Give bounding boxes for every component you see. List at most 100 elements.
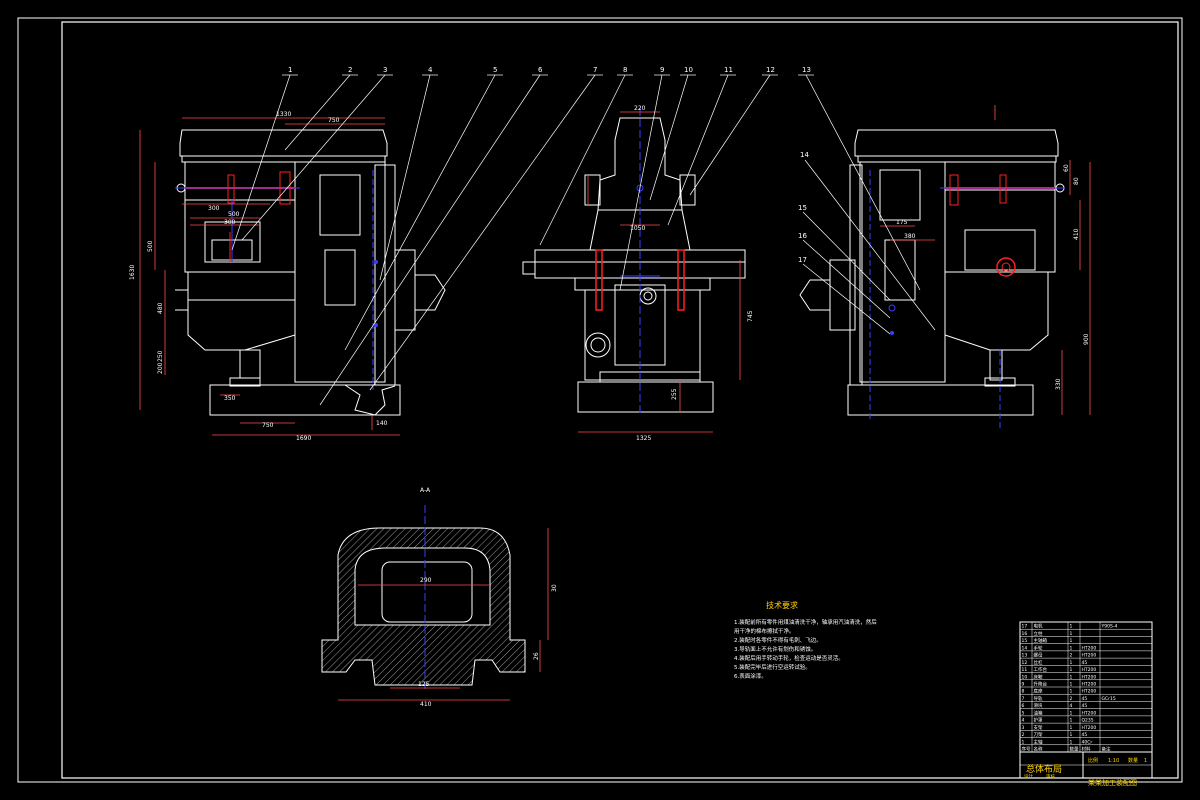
bom-cell-qty: 1 bbox=[1070, 689, 1073, 695]
bom-cell-mat: HT200 bbox=[1082, 667, 1097, 673]
bom-cell-qty: 1 bbox=[1070, 718, 1073, 724]
bom-cell-no: 13 bbox=[1022, 653, 1028, 659]
callout-13: 13 bbox=[802, 66, 811, 74]
right-view-highlights bbox=[869, 170, 1065, 430]
dim-front-140: 140 bbox=[376, 420, 388, 427]
bom-cell-qty: 1 bbox=[1070, 732, 1073, 738]
notes-line-7: 6.表面涂漆。 bbox=[734, 672, 767, 680]
check-label: 审核 bbox=[1046, 773, 1055, 780]
bom-cell-mat: HT200 bbox=[1082, 710, 1097, 716]
scale-value: 1:10 bbox=[1108, 758, 1119, 764]
bom-cell-qty: 1 bbox=[1070, 631, 1073, 637]
bom-cell-qty: 1 bbox=[1070, 660, 1073, 666]
notes-line-6: 5.装配完毕后进行空运转试验。 bbox=[734, 663, 811, 671]
bom-cell-mat: 45 bbox=[1082, 703, 1088, 709]
dim-side-255: 255 bbox=[671, 388, 678, 400]
dim-right-60: 60 bbox=[1063, 164, 1070, 172]
bom-cell-no: 4 bbox=[1022, 718, 1025, 724]
bom-cell-mat: HT200 bbox=[1082, 689, 1097, 695]
bom-cell-mat: HT200 bbox=[1082, 653, 1097, 659]
bom-cell-no: 14 bbox=[1022, 645, 1028, 651]
bom-cell-name: 名称 bbox=[1034, 746, 1043, 753]
callout-labels: 1 2 3 4 5 6 7 8 9 10 11 12 13 14 15 16 1… bbox=[288, 66, 811, 264]
dim-side-220: 220 bbox=[634, 105, 646, 112]
bom-cell-qty: 1 bbox=[1070, 645, 1073, 651]
dim-right-175: 175 bbox=[896, 219, 908, 226]
bom-cell-qty: 2 bbox=[1070, 653, 1073, 659]
dim-right-380: 380 bbox=[904, 233, 916, 240]
bom-cell-mat: HT200 bbox=[1082, 674, 1097, 680]
bom-cell-qty: 1 bbox=[1070, 682, 1073, 688]
design-label: 设计 bbox=[1024, 773, 1033, 780]
bom-cell-no: 8 bbox=[1022, 689, 1025, 695]
scale-label: 比例 bbox=[1088, 757, 1098, 764]
bom-cell-mat: 45 bbox=[1082, 696, 1088, 702]
bom-cell-note: 备注 bbox=[1102, 746, 1111, 753]
bom-cell-qty: 2 bbox=[1070, 696, 1073, 702]
bom-cell-qty: 1 bbox=[1070, 725, 1073, 731]
outer-frame bbox=[17, 17, 1183, 783]
quantity-value: 1 bbox=[1144, 758, 1147, 764]
callout-6: 6 bbox=[538, 66, 543, 74]
callout-2: 2 bbox=[348, 66, 352, 74]
dim-front-1690: 1690 bbox=[296, 435, 311, 442]
bom-cell-name: 手轮 bbox=[1034, 644, 1043, 651]
technical-notes: 技术要求 1.装配前所有零件用煤油清洗干净，轴承用汽油清洗，然后 用干净的棉布擦… bbox=[734, 600, 877, 680]
callout-5: 5 bbox=[493, 66, 497, 74]
dim-front-350: 350 bbox=[224, 395, 236, 402]
bom-cell-mat: HT200 bbox=[1082, 725, 1097, 731]
bom-cell-name: 螺母 bbox=[1034, 652, 1043, 659]
callout-12: 12 bbox=[766, 66, 775, 74]
right-view-dim-text: 175 380 410 900 330 60 80 bbox=[896, 164, 1090, 390]
bom-cell-no: 9 bbox=[1022, 682, 1025, 688]
dim-front-250: 250 bbox=[157, 350, 164, 362]
dim-side-1325: 1325 bbox=[636, 435, 651, 442]
dim-side-745: 745 bbox=[747, 310, 754, 322]
bom-cell-no: 5 bbox=[1022, 710, 1025, 716]
bom-cell-name: 床鞍 bbox=[1034, 673, 1043, 680]
bom-cell-no: 17 bbox=[1022, 624, 1028, 630]
dim-front-300b: 300 bbox=[224, 219, 236, 226]
bom-cell-no: 11 bbox=[1022, 667, 1028, 673]
dim-side-1050: 1050 bbox=[630, 225, 645, 232]
notes-line-3: 2.装配时各零件不得有毛刺、飞边。 bbox=[734, 636, 822, 644]
quantity-label: 数量 bbox=[1128, 757, 1138, 764]
notes-title: 技术要求 bbox=[766, 600, 798, 610]
dim-right-900: 900 bbox=[1083, 333, 1090, 345]
section-mark: A-A bbox=[420, 487, 431, 494]
dim-front-750: 750 bbox=[328, 117, 340, 124]
inner-frame bbox=[61, 21, 1179, 779]
bom-cell-name: 油箱 bbox=[1034, 709, 1043, 716]
bom-cell-qty: 1 bbox=[1070, 739, 1073, 745]
sheet-title: 总体布局 bbox=[1026, 763, 1062, 775]
bom-cell-mat: Q235 bbox=[1082, 718, 1094, 724]
bom-cell-name: 丝杠 bbox=[1034, 659, 1043, 666]
dim-section-30: 30 bbox=[551, 584, 558, 592]
bom-cell-mat: HT200 bbox=[1082, 645, 1097, 651]
bom-cell-mat: 45 bbox=[1082, 732, 1088, 738]
bom-cell-no: 15 bbox=[1022, 638, 1028, 644]
front-view-dim-text: 1330 750 300 500 300 1630 500 480 250 20… bbox=[129, 111, 388, 442]
drawing-name: 某某加工装配图 bbox=[1088, 778, 1137, 787]
front-view-highlights bbox=[175, 170, 378, 390]
dim-section-290: 290 bbox=[420, 577, 432, 584]
bom-cell-no: 6 bbox=[1022, 703, 1025, 709]
bom-cell-name: 电机 bbox=[1034, 623, 1043, 630]
bom-cell-note: Y90S-4 bbox=[1101, 624, 1118, 630]
callout-10: 10 bbox=[684, 66, 693, 74]
callout-14: 14 bbox=[800, 151, 809, 159]
callout-1: 1 bbox=[288, 66, 292, 74]
callout-8: 8 bbox=[623, 66, 627, 74]
callout-17: 17 bbox=[798, 256, 807, 264]
bom-cell-no: 序号 bbox=[1022, 746, 1031, 753]
section-dim-text: A-A 290 30 125 410 26 bbox=[418, 487, 558, 708]
bom-cell-no: 10 bbox=[1022, 674, 1028, 680]
bom-cell-mat: HT200 bbox=[1082, 682, 1097, 688]
callout-9: 9 bbox=[660, 66, 664, 74]
side-view-dimensions bbox=[578, 111, 741, 433]
bom-cell-no: 16 bbox=[1022, 631, 1028, 637]
bom-cell-name: 工作台 bbox=[1034, 666, 1048, 673]
bom-cell-qty: 1 bbox=[1070, 710, 1073, 716]
bom-cell-qty: 1 bbox=[1070, 667, 1073, 673]
